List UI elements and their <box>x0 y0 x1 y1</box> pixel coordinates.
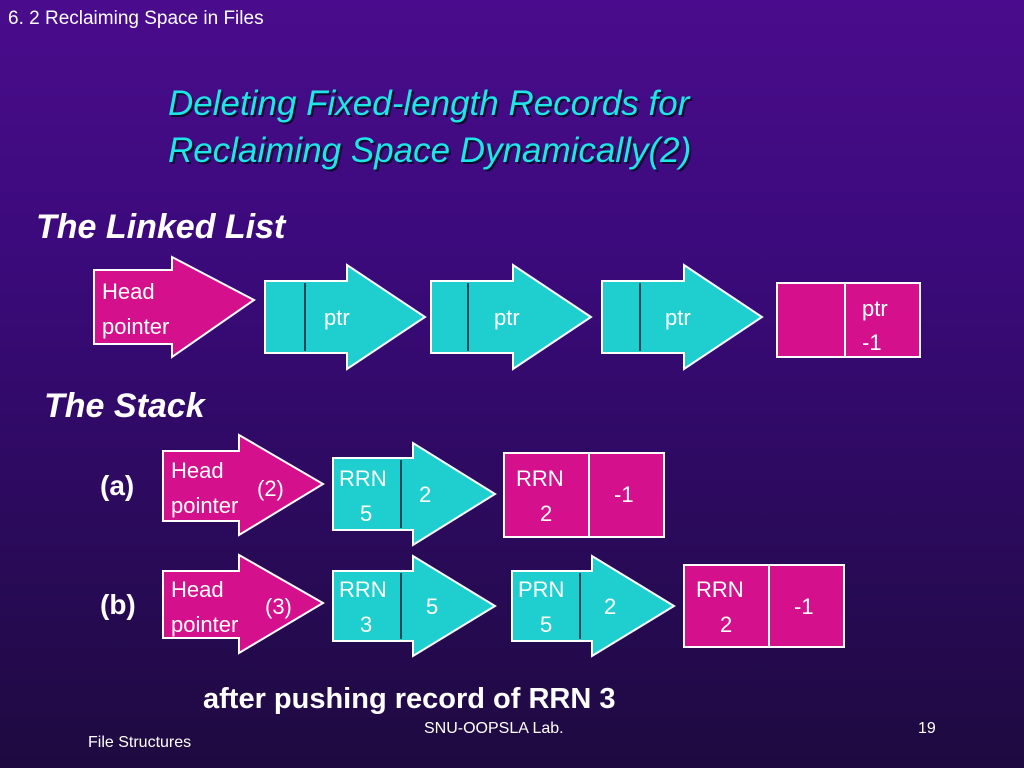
ll-node-2-shape <box>430 263 593 371</box>
ll-node-3: ptr <box>601 263 764 371</box>
ll-tail-field-line-2: -1 <box>862 330 882 355</box>
ll-node-3-field: ptr <box>665 305 691 330</box>
ll-tail-box <box>776 282 921 358</box>
stack-b-head-label-line-2: pointer <box>171 612 238 637</box>
stack-row-b-label: (b) <box>100 589 136 620</box>
stack-b-bottom-box: RRN 2 -1 <box>683 564 845 648</box>
slide-header: 6. 2 Reclaiming Space in Files <box>8 8 264 29</box>
stack-b-node-1-shape <box>332 554 497 658</box>
footer-course: File Structures <box>88 734 192 751</box>
stack-b-head-pointer: Head pointer (3) <box>162 553 325 655</box>
stack-b-node-1-rrn-line-1: RRN <box>339 577 387 602</box>
stack-b-box-value: -1 <box>794 594 814 619</box>
linked-list-heading: The Linked List <box>36 208 286 246</box>
ll-head-pointer: Head pointer <box>93 255 256 359</box>
stack-a-box-value: -1 <box>614 482 634 507</box>
ll-head-label-line-2: pointer <box>102 314 169 339</box>
ll-node-2: ptr <box>430 263 593 371</box>
stack-b-node-1: RRN 3 5 <box>332 554 497 658</box>
stack-b-box-rrn-line-1: RRN <box>696 577 744 602</box>
stack-a-box-rrn-line-1: RRN <box>516 466 564 491</box>
ll-head-label-line-1: Head <box>102 279 155 304</box>
caption: after pushing record of RRN 3 <box>203 683 616 715</box>
stack-b-node-2-value: 2 <box>604 594 616 619</box>
stack-b-head-label-line-1: Head <box>171 577 224 602</box>
ll-tail-field-line-1: ptr <box>862 296 888 321</box>
stack-b-box-shape <box>683 564 845 648</box>
stack-b-node-2-rrn-line-1: PRN <box>518 577 564 602</box>
stack-a-bottom-box: RRN 2 -1 <box>503 452 665 538</box>
stack-b-head-value: (3) <box>265 594 292 619</box>
stack-a-box-rrn-line-2: 2 <box>540 501 552 526</box>
ll-tail-node: ptr -1 <box>776 282 921 358</box>
stack-b-node-2-rrn-line-2: 5 <box>540 612 552 637</box>
page-number: 19 <box>918 720 936 737</box>
stack-b-node-2: PRN 5 2 <box>511 554 676 658</box>
stack-heading: The Stack <box>44 387 205 425</box>
ll-node-3-shape <box>601 263 764 371</box>
stack-a-box-shape <box>503 452 665 538</box>
ll-node-1-field: ptr <box>324 305 350 330</box>
stack-a-head-label-line-1: Head <box>171 458 224 483</box>
ll-node-1: ptr <box>264 263 427 371</box>
slide-title: Deleting Fixed-length Records for Reclai… <box>168 80 868 174</box>
title-line-1: Deleting Fixed-length Records for <box>168 84 690 123</box>
stack-row-a-label: (a) <box>100 470 135 501</box>
stack-a-node-1-rrn-line-2: 5 <box>360 501 372 526</box>
stack-b-node-1-value: 5 <box>426 594 438 619</box>
stack-a-node-1-shape <box>332 441 497 547</box>
stack-a-head-value: (2) <box>257 476 284 501</box>
stack-b-node-1-rrn-line-2: 3 <box>360 612 372 637</box>
stack-b-node-2-shape <box>511 554 676 658</box>
stack-a-head-label-line-2: pointer <box>171 493 238 518</box>
stack-b-head-shape <box>162 553 325 655</box>
title-line-2: Reclaiming Space Dynamically(2) <box>168 131 692 170</box>
stack-a-head-shape <box>162 433 325 537</box>
stack-a-node-1-rrn-line-1: RRN <box>339 466 387 491</box>
footer-lab: SNU-OOPSLA Lab. <box>424 720 564 737</box>
stack-a-node-1-value: 2 <box>419 482 431 507</box>
stack-a-head-pointer: Head pointer (2) <box>162 433 325 537</box>
ll-node-2-field: ptr <box>494 305 520 330</box>
ll-head-arrow-shape <box>93 255 256 359</box>
stack-a-node-1: RRN 5 2 <box>332 441 497 547</box>
stack-b-box-rrn-line-2: 2 <box>720 612 732 637</box>
